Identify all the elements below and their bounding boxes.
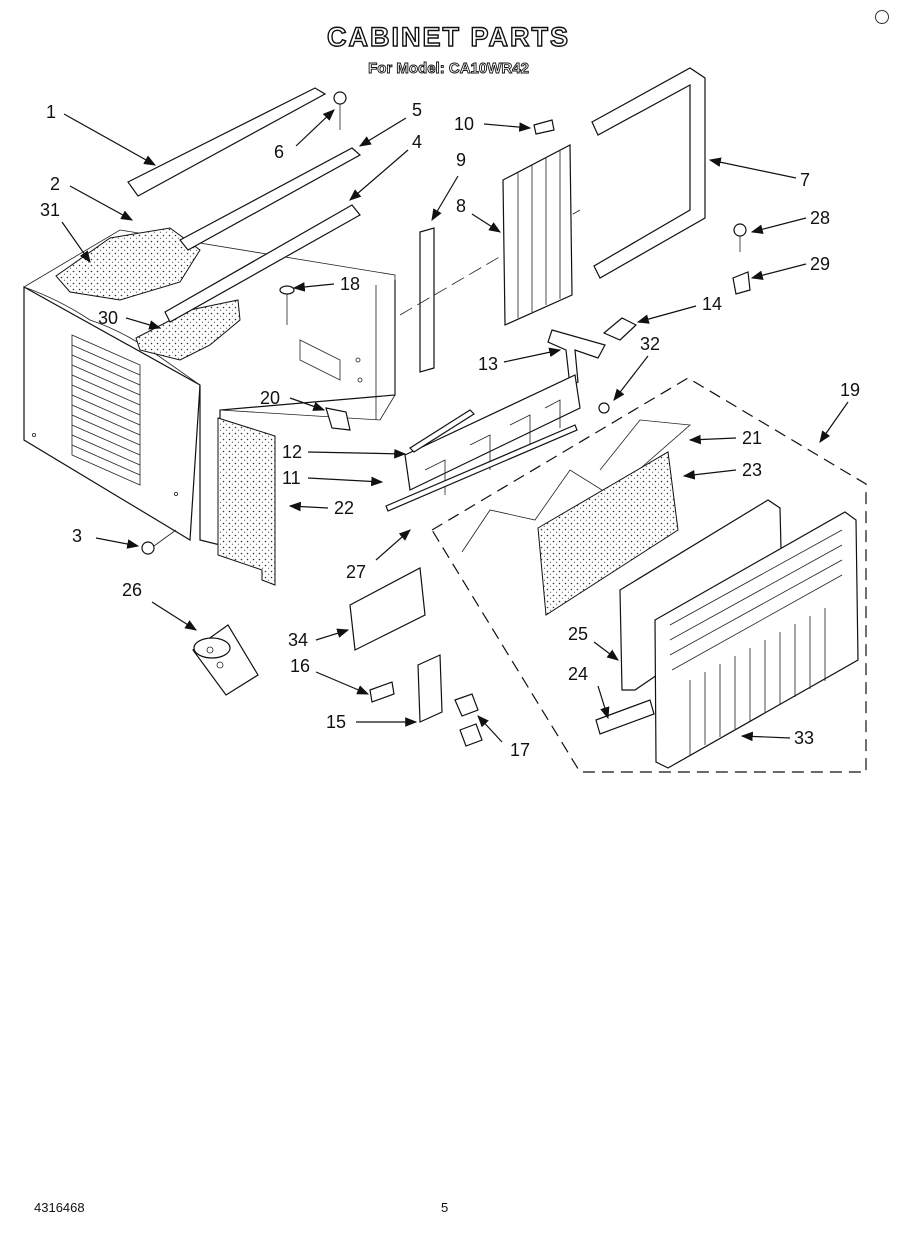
corrugated-seal-part: [502, 144, 573, 326]
knob-parts-17: [454, 693, 483, 747]
callout-16: 16: [290, 656, 310, 676]
clip-part-16: [369, 681, 395, 703]
screw-part-28: [733, 223, 747, 252]
screw-part-32: [598, 402, 610, 414]
support-plate-part: [349, 567, 426, 651]
page-number: 5: [441, 1200, 449, 1215]
callout-12: 12: [282, 442, 302, 462]
top-rail-part: [127, 87, 327, 197]
side-louvers: [71, 334, 141, 486]
cabinet-shell: [23, 229, 396, 546]
plug-part-18: [279, 285, 295, 325]
diagram-title: CABINET PARTS: [326, 21, 570, 52]
callout-29: 29: [810, 254, 830, 274]
side-frame-part: [591, 67, 706, 279]
rear-rail-part: [179, 147, 362, 251]
mounting-bracket-part: [192, 624, 259, 696]
grille-assembly-boundary: [431, 377, 867, 773]
clip-part: [325, 407, 351, 431]
screw-part-10: [533, 119, 555, 135]
callout-23: 23: [742, 460, 762, 480]
callout-5: 5: [412, 100, 422, 120]
callout-2: 2: [50, 174, 60, 194]
callout-15: 15: [326, 712, 346, 732]
callout-7: 7: [800, 170, 810, 190]
callout-31: 31: [40, 200, 60, 220]
control-panel-assembly: [385, 374, 581, 512]
heater-wire-part: [461, 419, 691, 553]
callout-26: 26: [122, 580, 142, 600]
side-panel-part: [217, 417, 276, 586]
callout-20: 20: [260, 388, 280, 408]
callout-21: 21: [742, 428, 762, 448]
callout-22: 22: [334, 498, 354, 518]
top-insulation-pad: [55, 227, 201, 301]
callout-numbers: 1 2 3 4 5 6 7 8 9 10 11 12 13 14 15 16 1…: [40, 100, 860, 760]
callout-30: 30: [98, 308, 118, 328]
callout-19: 19: [840, 380, 860, 400]
document-code: 4316468: [34, 1200, 85, 1215]
vertical-strip-part: [419, 227, 435, 373]
bracket-part-29: [732, 271, 751, 295]
air-filter-part: [537, 451, 679, 616]
callout-13: 13: [478, 354, 498, 374]
callout-28: 28: [810, 208, 830, 228]
callout-3: 3: [72, 526, 82, 546]
callout-27: 27: [346, 562, 366, 582]
bracket-plate-part-15: [417, 654, 443, 723]
side-insulation-pad: [135, 299, 241, 361]
callout-24: 24: [568, 664, 588, 684]
callout-6: 6: [274, 142, 284, 162]
front-rail-part: [164, 204, 361, 323]
corner-hole-mark: [875, 10, 889, 24]
callout-25: 25: [568, 624, 588, 644]
callout-11: 11: [282, 468, 301, 488]
callout-10: 10: [454, 114, 474, 134]
model-subtitle: For Model: CA10WR42: [368, 60, 530, 78]
callout-14: 14: [702, 294, 722, 314]
callout-4: 4: [412, 132, 422, 152]
callout-8: 8: [456, 196, 466, 216]
screw-part-6: [333, 91, 347, 130]
control-bracket-part: [547, 329, 606, 387]
leader-lines: [61, 109, 849, 743]
callout-17: 17: [510, 740, 530, 760]
callout-18: 18: [340, 274, 360, 294]
callout-9: 9: [456, 150, 466, 170]
switch-part-14: [602, 317, 638, 341]
foam-strip-part: [595, 699, 655, 735]
callout-34: 34: [288, 630, 308, 650]
callout-32: 32: [640, 334, 660, 354]
front-grille-part: [654, 511, 859, 769]
callout-1: 1: [46, 102, 56, 122]
callout-33: 33: [794, 728, 814, 748]
screw-part-3: [141, 529, 177, 555]
